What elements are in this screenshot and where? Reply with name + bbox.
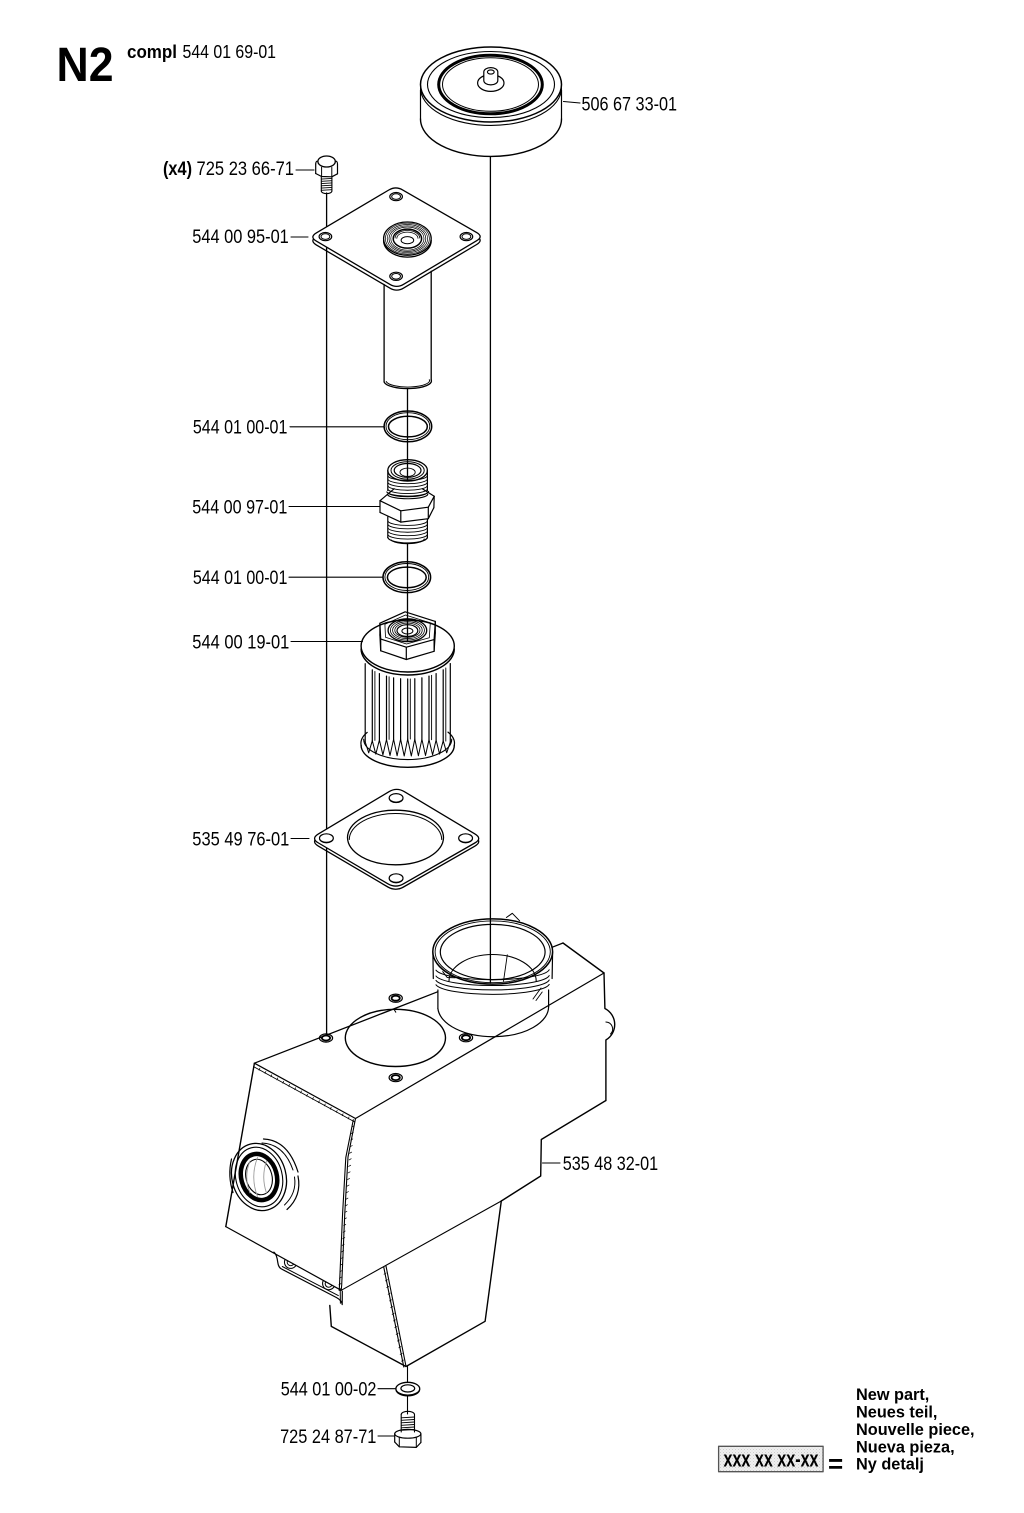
svg-text:535 48 32-01: 535 48 32-01 [563,1154,658,1175]
svg-text:544 01 00-02: 544 01 00-02 [281,1379,377,1400]
svg-text:506 67 33-01: 506 67 33-01 [582,94,678,115]
svg-text:N2: N2 [57,39,114,92]
svg-text:535 49 76-01: 535 49 76-01 [192,829,289,850]
svg-text:xxx xx xx-xx: xxx xx xx-xx [724,1447,820,1472]
svg-text:Neues teil,: Neues teil, [856,1404,937,1422]
svg-text:544 01 00-01: 544 01 00-01 [193,568,288,589]
svg-text:725 24 87-71: 725 24 87-71 [280,1427,376,1448]
svg-text:Ny detalj: Ny detalj [856,1456,924,1474]
svg-text:=: = [828,1449,843,1479]
svg-text:Nouvelle piece,: Nouvelle piece, [856,1421,975,1439]
svg-text:544 00 97-01: 544 00 97-01 [192,497,287,518]
svg-text:544 00 19-01: 544 00 19-01 [192,632,289,653]
svg-text:New part,: New part, [856,1386,929,1404]
svg-text:Nueva pieza,: Nueva pieza, [856,1438,955,1456]
svg-text:544 01 00-01: 544 01 00-01 [193,418,288,439]
svg-text:544 00 95-01: 544 00 95-01 [192,227,288,248]
svg-text:(x4)725 23 66-71: (x4)725 23 66-71 [163,159,294,180]
